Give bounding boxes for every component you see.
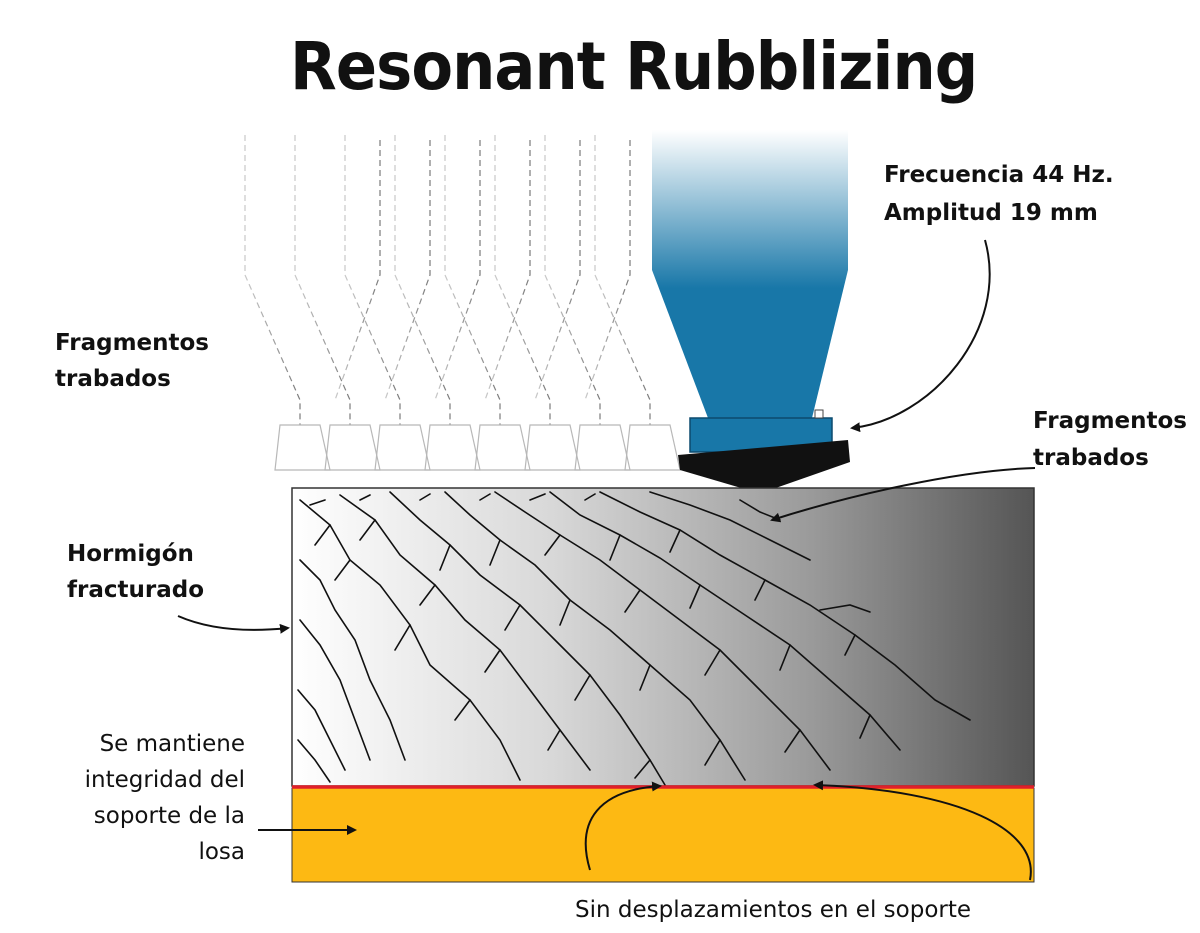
fragments-right-label-2: trabados (1033, 445, 1149, 471)
fragments-right-arrow (770, 467, 1036, 523)
concrete-label-2: fracturado (67, 577, 205, 603)
frequency-label: Frecuencia 44 Hz. (884, 162, 1114, 188)
support-label-2: integridad del (84, 767, 245, 793)
concrete-cracks (297, 491, 971, 786)
concrete-arrow (177, 615, 290, 634)
frequency-arrow (850, 239, 991, 433)
support-label-1: Se mantiene (99, 731, 245, 757)
fragments-left-label-2: trabados (55, 366, 171, 392)
fragments-left-label-1: Fragmentos (55, 330, 209, 356)
diagram-title: Resonant Rubblizing (290, 28, 978, 105)
machine-head-nub (814, 409, 824, 419)
no-displacement-label: Sin desplazamientos en el soporte (575, 897, 972, 923)
annotation-arrows (177, 239, 1036, 881)
no-displacement-arrow-right (813, 780, 1032, 881)
support-label-3: soporte de la (93, 803, 245, 829)
concrete-label-1: Hormigón (67, 541, 194, 567)
ghost-pads (274, 424, 681, 471)
fragments-right-label-1: Fragmentos (1033, 408, 1187, 434)
machine-beam (652, 130, 848, 418)
no-displacement-arrow-left (584, 781, 662, 871)
support-label-4: losa (198, 839, 245, 865)
ghost-beam-outlines (244, 135, 700, 471)
amplitude-label: Amplitud 19 mm (884, 200, 1098, 226)
machine-shoe (678, 440, 850, 490)
base-layer (291, 787, 1035, 883)
